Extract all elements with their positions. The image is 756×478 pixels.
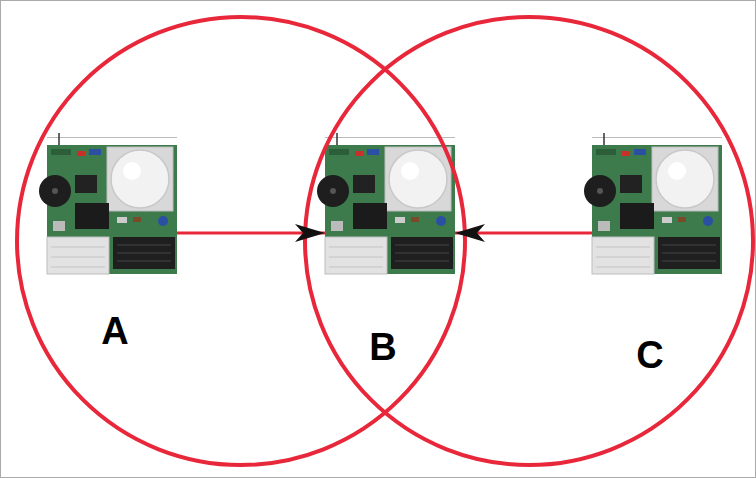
node-letter: B <box>369 328 396 366</box>
node-letter: A <box>101 312 128 350</box>
signal-arrow <box>177 232 325 235</box>
range-circle <box>17 17 465 465</box>
sensor-node: A <box>47 145 177 356</box>
node-letter: C <box>636 336 663 374</box>
sensor-node: B <box>325 145 455 372</box>
sensor-board <box>39 133 177 274</box>
range-circle <box>305 17 753 465</box>
sensor-board <box>584 133 722 274</box>
signal-arrow <box>455 232 592 235</box>
sensor-node: C <box>592 145 722 380</box>
sensor-board <box>317 133 455 274</box>
